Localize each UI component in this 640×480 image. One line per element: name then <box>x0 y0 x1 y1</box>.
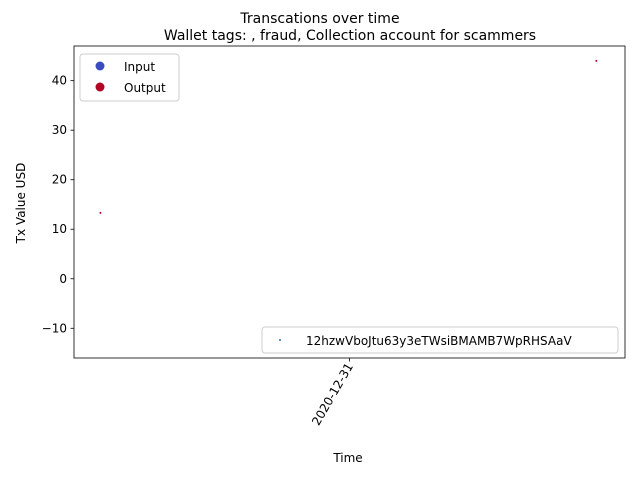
data-point-output <box>595 59 598 62</box>
legend-input-marker <box>95 61 105 71</box>
legend2-frame <box>261 326 619 354</box>
legend-output-marker <box>95 82 105 92</box>
y-tick-label: 0 <box>59 272 67 286</box>
y-tick-label: 10 <box>52 222 67 236</box>
legend-frame <box>79 53 180 102</box>
plot-area: −10 0 10 20 30 40 2020-12-31 <box>42 45 626 428</box>
y-tick-label: 30 <box>52 123 67 137</box>
x-axis-label: Time <box>332 451 362 465</box>
y-tick-label: −10 <box>42 321 67 335</box>
legend2-wallet-marker <box>279 339 281 341</box>
y-tick-label: 40 <box>52 74 67 88</box>
legend-input-label: Input <box>124 60 155 74</box>
y-tick-label: 20 <box>52 173 67 187</box>
x-tick-label: 2020-12-31 <box>309 361 356 428</box>
legend-output-label: Output <box>124 81 166 95</box>
data-point-output <box>99 211 102 214</box>
chart-title: Wallet tags: , fraud, Collection account… <box>164 28 536 44</box>
legend-upper-left: Input Output <box>79 53 180 102</box>
legend2-wallet-label: 12hzwVboJtu63y3eTWsiBMAMB7WpRHSAaV <box>306 334 572 348</box>
legend-lower-right: 12hzwVboJtu63y3eTWsiBMAMB7WpRHSAaV <box>261 326 619 354</box>
chart-suptitle: Transcations over time <box>239 11 399 27</box>
y-axis-label: Tx Value USD <box>14 163 28 245</box>
